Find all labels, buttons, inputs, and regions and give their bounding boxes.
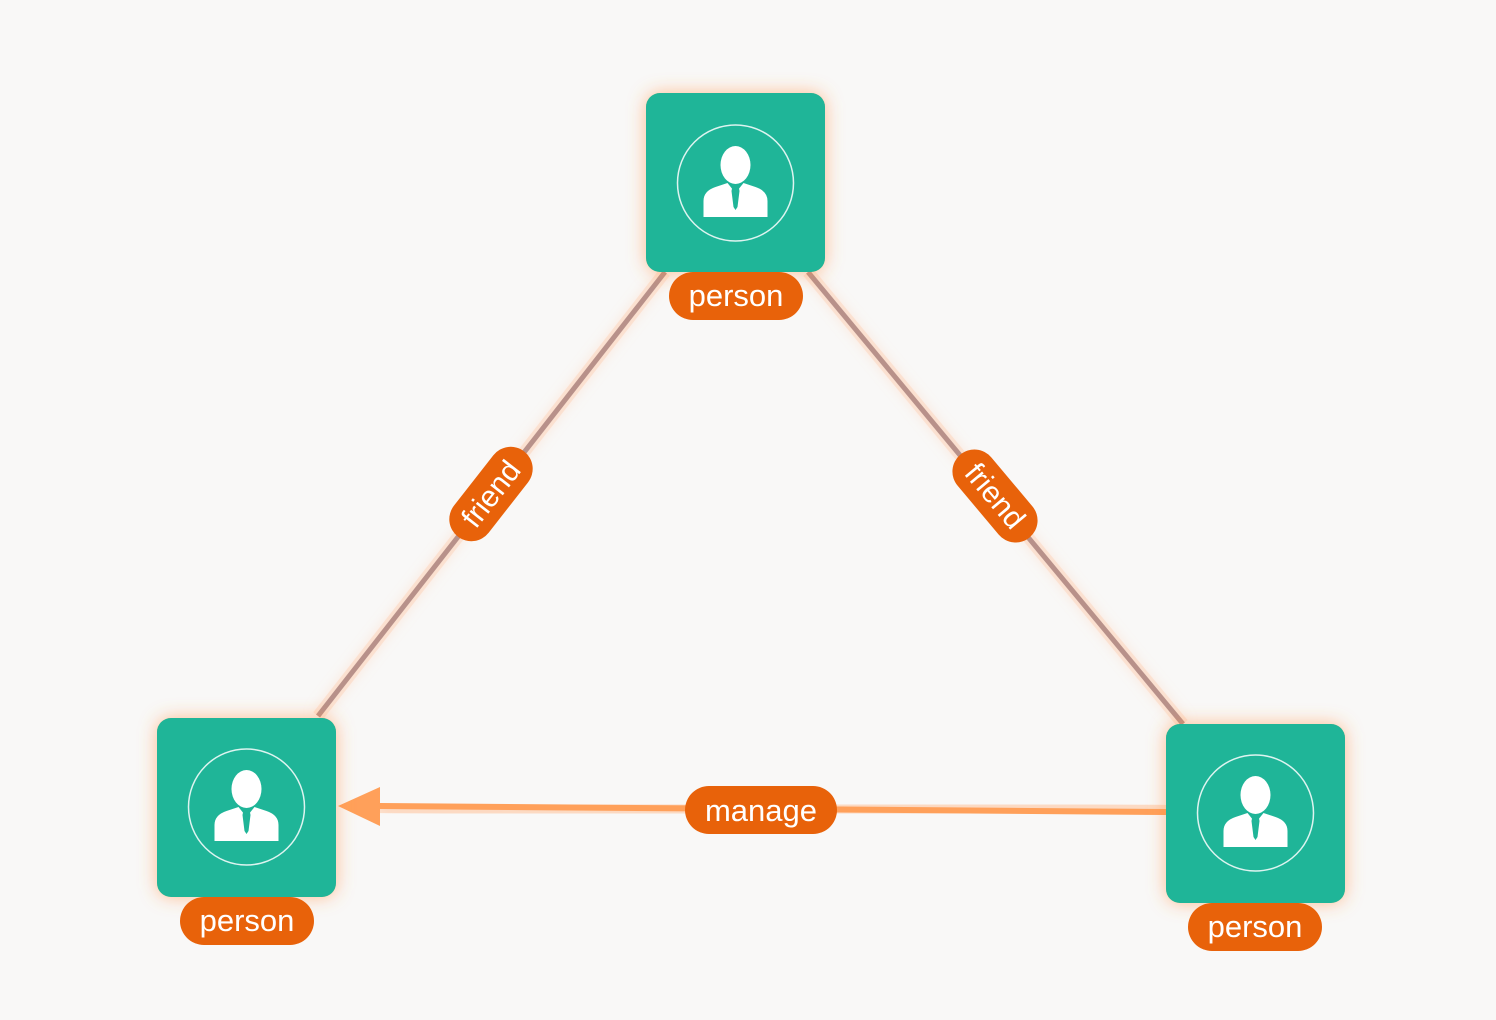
- edge-label-text: manage: [705, 793, 817, 828]
- edge-label-friend-right[interactable]: friend: [943, 440, 1046, 551]
- node-label: person: [1188, 903, 1322, 951]
- edge-label-manage[interactable]: manage: [685, 786, 837, 834]
- node-label: person: [669, 272, 803, 320]
- person-icon: [676, 124, 795, 242]
- node-label: person: [180, 897, 314, 945]
- node-person-top[interactable]: person: [646, 93, 825, 320]
- edge-label-friend-left[interactable]: friend: [440, 438, 541, 550]
- node-label-text: person: [1208, 909, 1303, 944]
- node-label-text: person: [689, 278, 784, 313]
- person-icon: [187, 748, 306, 866]
- arrowhead-icon: [338, 787, 380, 826]
- node-person-left[interactable]: person: [157, 718, 336, 945]
- person-icon: [1196, 754, 1315, 872]
- node-person-right[interactable]: person: [1166, 724, 1345, 951]
- node-label-text: person: [200, 903, 295, 938]
